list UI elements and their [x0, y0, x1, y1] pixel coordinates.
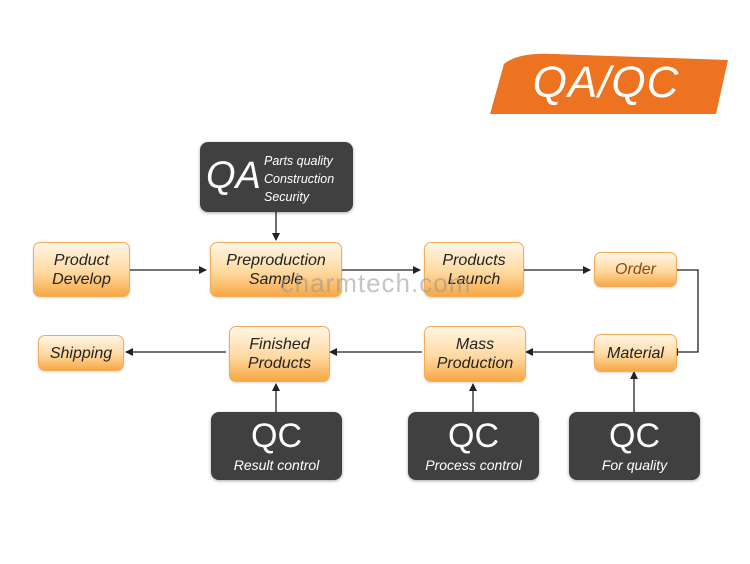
node-shipping: Shipping [38, 335, 124, 371]
node-product-develop: Product Develop [33, 242, 130, 297]
qa-title: QA [206, 155, 261, 197]
qc-subtitle: Result control [233, 457, 320, 473]
qa-qc-banner [490, 53, 728, 114]
node-label-line-1: Product [53, 251, 110, 269]
node-label-line-2: Launch [447, 270, 501, 288]
node-label-line-1: Shipping [49, 344, 113, 362]
banner-title: QA/QC [532, 58, 680, 107]
node-label-line-1: Material [607, 344, 664, 362]
qc-title: QC [609, 417, 660, 455]
qa-item-parts-quality: Parts quality [264, 154, 333, 168]
node-label-line-1: Products [442, 251, 506, 269]
qc-title: QC [448, 417, 499, 455]
qa-item-construction: Construction [264, 172, 335, 186]
node-mass-production: Mass Production [424, 326, 526, 382]
qc-box-result-control: QC Result control [211, 412, 342, 480]
node-preproduction-sample: Preproduction Sample [210, 242, 342, 297]
node-label-line-2: Develop [52, 270, 111, 288]
node-products-launch: Products Launch [424, 242, 524, 297]
node-finished-products: Finished Products [229, 326, 330, 382]
banner-shape [490, 53, 728, 114]
node-label-line-2: Sample [248, 270, 304, 288]
node-order: Order [594, 252, 677, 287]
node-label-line-2: Production [436, 355, 514, 372]
qc-title: QC [251, 417, 302, 455]
qa-item-security: Security [264, 190, 310, 204]
qc-subtitle: For quality [601, 457, 668, 473]
node-label-line-2: Products [247, 355, 312, 372]
qa-box: QA Parts quality Construction Security [200, 142, 353, 212]
qc-box-process-control: QC Process control [408, 412, 539, 480]
node-material: Material [594, 334, 677, 372]
arrow-order-to-material [670, 269, 699, 356]
node-label-line-1: Preproduction [226, 251, 326, 269]
node-label-line-1: Mass [455, 336, 495, 353]
node-label-line-1: Finished [249, 336, 310, 353]
qa-items: Parts quality Construction Security [264, 152, 334, 206]
qc-box-for-quality: QC For quality [569, 412, 700, 480]
node-label-line-1: Order [615, 261, 656, 278]
qc-subtitle: Process control [425, 457, 522, 473]
